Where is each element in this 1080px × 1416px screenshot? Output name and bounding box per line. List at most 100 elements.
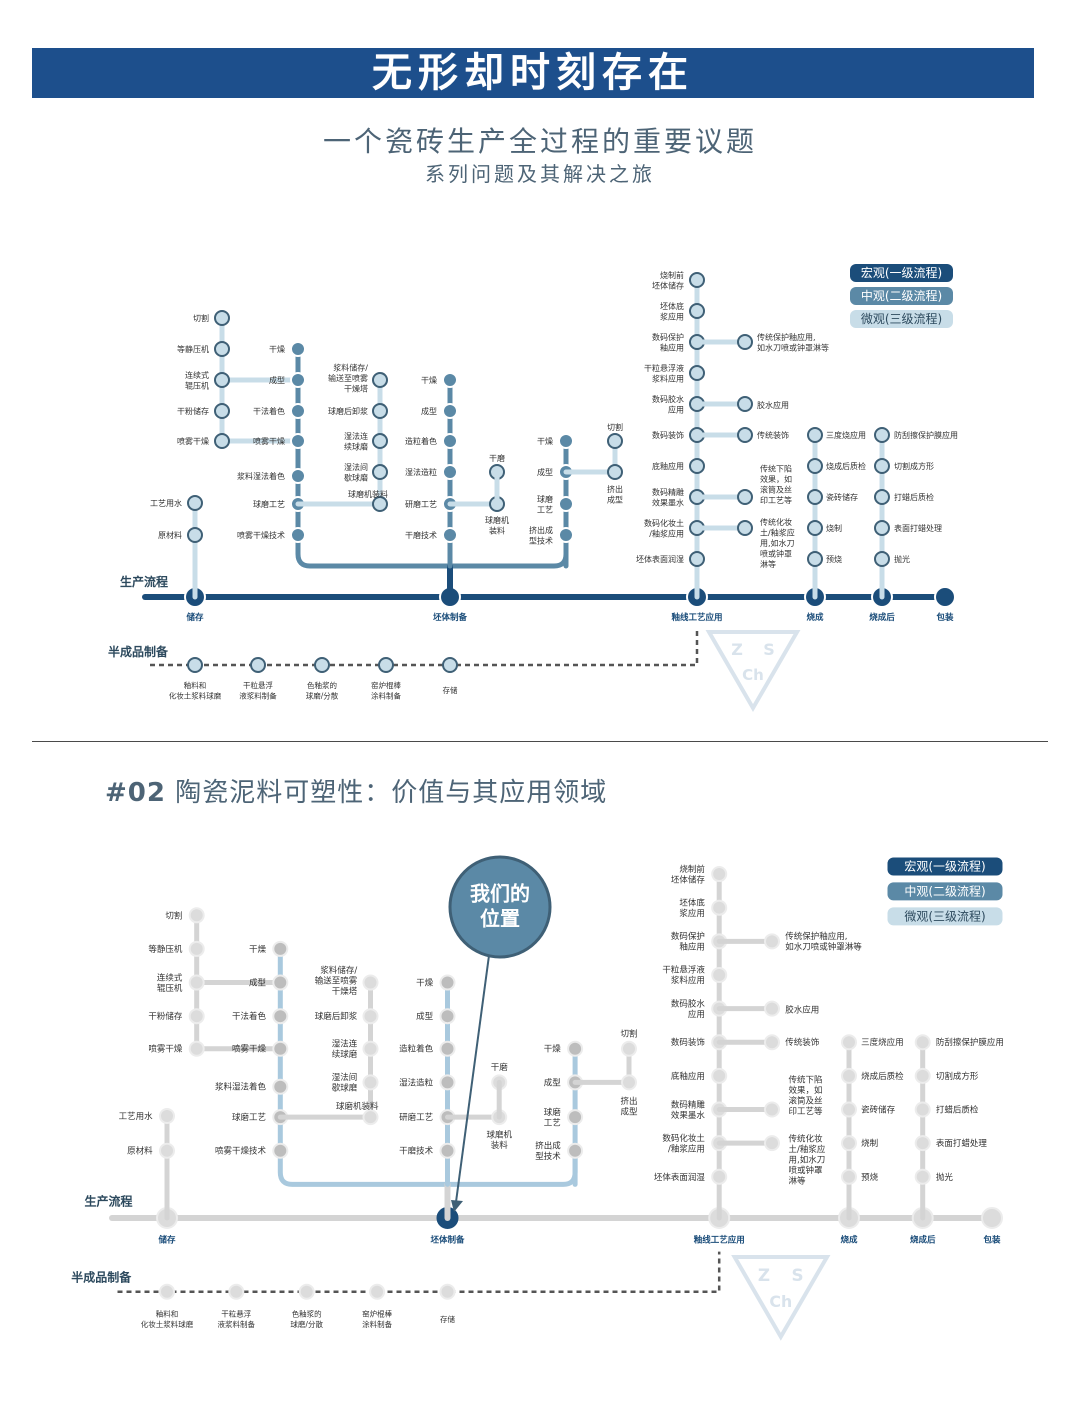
glaze-label: 数码胶水应用	[671, 998, 706, 1020]
glaze-label: 烧制前坯体储存	[652, 269, 684, 290]
station-glaze	[689, 458, 705, 474]
station-glaze	[689, 272, 705, 288]
body-b-label: 球磨后卸浆	[328, 406, 368, 416]
station-body-b	[372, 372, 388, 388]
body-a-label: 干燥	[249, 943, 267, 954]
station-glaze	[689, 303, 705, 319]
glaze-label: 干粒悬浮液浆料应用	[662, 964, 705, 986]
storage-label: 切割	[193, 313, 209, 323]
main-station-label: 坯体制备	[433, 612, 468, 623]
station-body-a	[290, 527, 306, 543]
station-body-d	[567, 1109, 584, 1126]
legend-label: 宏观(一级流程)	[904, 858, 985, 873]
station-body-d	[558, 496, 574, 512]
legend-label: 微观(三级流程)	[904, 908, 985, 923]
semi-station-label: 窑炉棍棒涂料制备	[362, 1309, 392, 1330]
station-post	[914, 1101, 931, 1118]
storage-label: 喷雾干燥	[177, 436, 209, 446]
station-body-a	[272, 1142, 289, 1159]
main-station-label: 包装	[983, 1234, 1001, 1245]
body-c-label: 造粒着色	[405, 436, 437, 446]
station-storage	[214, 433, 230, 449]
post-label: 打蜡后质检	[894, 492, 934, 502]
station-glaze	[711, 866, 728, 883]
station-glaze-side	[737, 427, 753, 443]
station-body-d-side	[621, 1074, 637, 1091]
glaze-side-label: 传统下陷效果，如滚筒及丝印工艺等	[789, 1074, 824, 1117]
firing-label: 烧制	[861, 1138, 878, 1149]
station-firing	[807, 489, 823, 505]
station-glaze	[689, 551, 705, 567]
semi-station	[378, 657, 394, 673]
station-body-b	[372, 496, 388, 512]
post-label: 表面打蜡处理	[894, 523, 942, 533]
station-glaze-side	[764, 933, 780, 950]
body-c-label: 湿法造粒	[399, 1077, 434, 1088]
station-body-c	[439, 1074, 456, 1091]
station-body-d	[567, 1040, 584, 1057]
station-post	[914, 1034, 931, 1051]
station-body-c	[439, 1040, 456, 1057]
logo-letter: Ch	[769, 1292, 792, 1311]
glaze-label: 数码保护釉应用	[671, 931, 705, 953]
storage-label: 切割	[165, 910, 182, 921]
station-body-d	[558, 433, 574, 449]
semi-station-label: 干粒悬浮液浆料制备	[239, 680, 277, 701]
main-station-label: 釉线工艺应用	[671, 612, 722, 623]
glaze-label: 干粒悬浮液浆料应用	[644, 362, 684, 383]
storage-label: 等静压机	[148, 943, 183, 954]
legend-pill	[887, 857, 1003, 876]
body-a-label: 成型	[269, 375, 285, 385]
semi-station-label: 干粒悬浮液浆料制备	[218, 1309, 256, 1330]
semi-station-label: 色釉浆的球磨/分散	[306, 680, 339, 701]
semi-station-label: 色釉浆的球磨/分散	[290, 1309, 323, 1330]
glaze-label: 数码装饰	[652, 430, 684, 440]
station-body-d-side	[607, 464, 623, 480]
callout-arrowhead	[451, 1200, 463, 1212]
body-c-label: 湿法造粒	[405, 467, 437, 477]
station-firing	[807, 551, 823, 567]
station-storage	[214, 310, 230, 326]
glaze-side-label: 传统保护釉应用,如水刀喷或钟罩淋等	[757, 331, 829, 352]
storage-label: 喷雾干燥	[148, 1043, 183, 1054]
station-main	[981, 1207, 1003, 1229]
station-body-c	[439, 974, 456, 991]
body-d-label: 成型	[544, 1077, 562, 1088]
body-a-label: 浆料湿法着色	[237, 471, 285, 481]
semi-station-label: 存储	[443, 685, 458, 695]
main-station-label: 坯体制备	[430, 1234, 465, 1245]
glaze-side-label: 传统装饰	[757, 430, 789, 440]
body-c-label: 干磨技术	[405, 530, 437, 540]
station-glaze-side	[737, 334, 753, 350]
station-body-c	[442, 433, 458, 449]
semi-station	[159, 1283, 175, 1300]
station-main	[934, 586, 956, 608]
semi-station	[439, 1283, 456, 1300]
logo-letter: Z	[731, 640, 743, 659]
body-b-label: 湿法间歇球磨	[344, 461, 368, 482]
station-body-a	[290, 403, 306, 419]
station-post	[874, 458, 890, 474]
post-label: 表面打蜡处理	[936, 1138, 988, 1149]
station-glaze-side	[764, 1034, 780, 1051]
firing-label: 瓷砖储存	[861, 1104, 896, 1115]
body-a-label: 浆料湿法着色	[215, 1081, 267, 1092]
storage-sub-label: 原材料	[158, 530, 182, 540]
station-body-c	[442, 403, 458, 419]
glaze-side-label: 胶水应用	[757, 400, 789, 410]
station-body-b	[372, 433, 388, 449]
station-body-b	[362, 1074, 379, 1091]
semi-line	[150, 628, 699, 667]
glaze-side-label: 胶水应用	[785, 1004, 819, 1015]
station-firing	[841, 1168, 857, 1185]
semi-station-label: 存储	[440, 1314, 455, 1324]
glaze-label: 数码化妆土/釉浆应用	[644, 517, 684, 538]
station-post	[874, 427, 890, 443]
body-b-label: 湿法间歇球磨	[332, 1072, 358, 1094]
glaze-label: 烧制前坯体储存	[671, 863, 706, 885]
main-station-label: 储存	[185, 612, 204, 623]
station-body-c	[442, 372, 458, 388]
semi-station	[298, 1283, 315, 1300]
subtitle: 一个瓷砖生产全过程的重要议题	[322, 125, 757, 158]
station-storage	[188, 907, 205, 924]
